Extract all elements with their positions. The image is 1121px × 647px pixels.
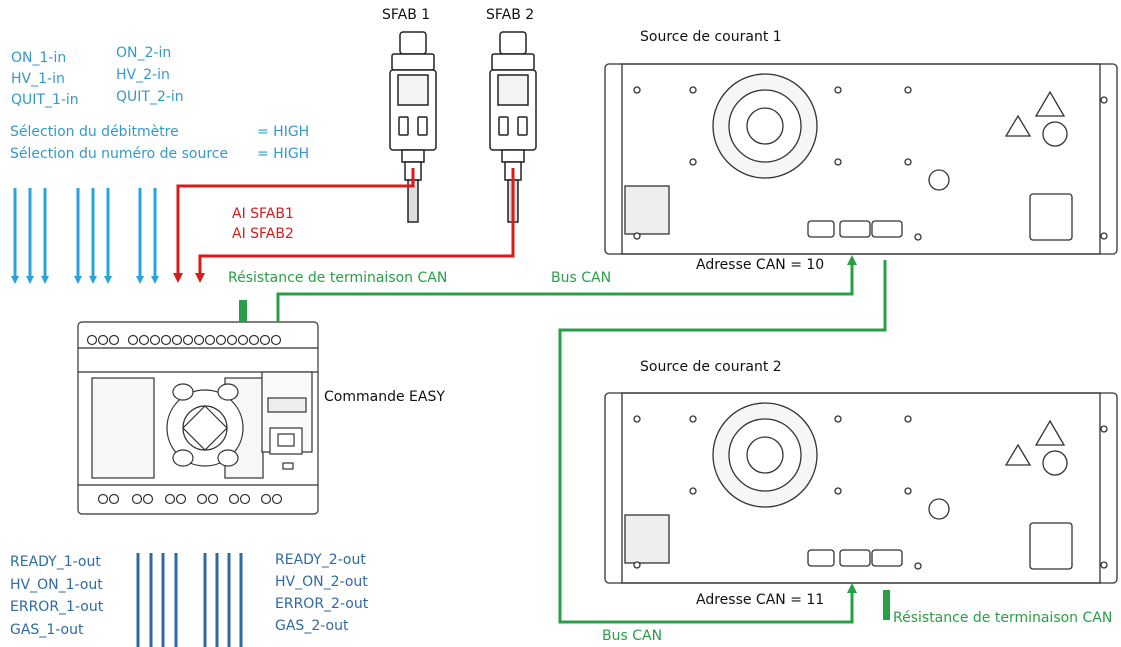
- termination-resistor-top: [239, 300, 247, 322]
- bus-label-bottom: Bus CAN: [602, 628, 663, 644]
- ai-sfab1-wire: [173, 168, 415, 283]
- sfab2-title: SFAB 2: [486, 7, 535, 23]
- source1-title: Source de courant 1: [640, 29, 782, 45]
- current-source-1: [604, 63, 1118, 255]
- input-label: HV_1-in: [11, 71, 65, 87]
- output-label: GAS_2-out: [275, 618, 349, 634]
- sfab1-title: SFAB 1: [382, 7, 431, 23]
- input-label: QUIT_1-in: [11, 92, 79, 108]
- output-label: GAS_1-out: [10, 622, 84, 638]
- analog-wires: [173, 168, 515, 283]
- can-bus-link: [558, 260, 887, 624]
- current-source-2: [604, 392, 1118, 584]
- input-arrows: [11, 188, 159, 284]
- source2-can-address: Adresse CAN = 11: [696, 592, 825, 608]
- input-label: ON_2-in: [116, 45, 172, 61]
- ai-label: AI SFAB1: [232, 206, 294, 222]
- output-label: HV_ON_1-out: [10, 577, 103, 593]
- controller-label: Commande EASY: [324, 389, 445, 405]
- output-label: READY_2-out: [275, 552, 366, 568]
- output-label: READY_1-out: [10, 554, 101, 570]
- can-bus-top: [276, 255, 857, 322]
- output-lines: [136, 553, 243, 647]
- sfab1-sensor: [389, 31, 437, 223]
- input-label: ON_1-in: [11, 50, 67, 66]
- selection-value: = HIGH: [257, 124, 310, 140]
- termination-label-top: Résistance de terminaison CAN: [228, 270, 448, 286]
- output-label: ERROR_1-out: [10, 599, 104, 615]
- source2-title: Source de courant 2: [640, 359, 782, 375]
- input-label: HV_2-in: [116, 67, 170, 83]
- output-label: ERROR_2-out: [275, 596, 369, 612]
- easy-controller: [77, 321, 319, 515]
- bus-label-top: Bus CAN: [551, 270, 612, 286]
- termination-label-bottom: Résistance de terminaison CAN: [893, 610, 1113, 626]
- can-bus: [276, 255, 887, 624]
- selection-label: Sélection du numéro de source: [10, 146, 229, 162]
- termination-resistor-bottom: [883, 590, 890, 620]
- ai-sfab2-wire: [195, 168, 515, 283]
- output-label: HV_ON_2-out: [275, 574, 368, 590]
- input-label: QUIT_2-in: [116, 89, 184, 105]
- ai-label: AI SFAB2: [232, 226, 294, 242]
- selection-label: Sélection du débitmètre: [10, 124, 179, 140]
- selection-value: = HIGH: [257, 146, 310, 162]
- source1-can-address: Adresse CAN = 10: [696, 257, 825, 273]
